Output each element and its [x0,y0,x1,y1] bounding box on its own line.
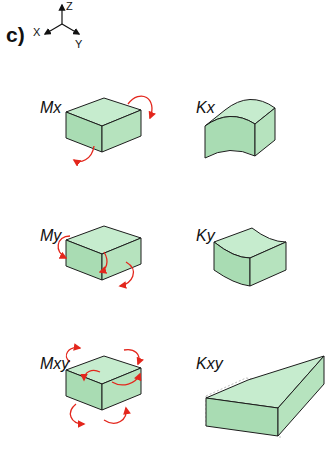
moment-label: Mxy [40,356,69,372]
twist-curvature-block [206,356,324,440]
axis-label: Y [75,39,82,50]
moment-y-block [58,226,141,286]
moment-x-block [66,96,152,161]
curvature-y-block [214,228,286,286]
axis-triad [45,5,79,34]
curvature-x-block [205,99,275,158]
axis-label: X [33,27,40,38]
curvature-label: Kx [196,100,215,116]
curvature-label: Kxy [196,356,223,372]
axis-label: Z [66,1,73,12]
panel-label: c) [6,24,25,45]
curvature-label: Ky [196,228,215,244]
twisting-moment-block [66,348,141,424]
moment-label: My [40,228,61,244]
moment-label: Mx [40,100,61,116]
